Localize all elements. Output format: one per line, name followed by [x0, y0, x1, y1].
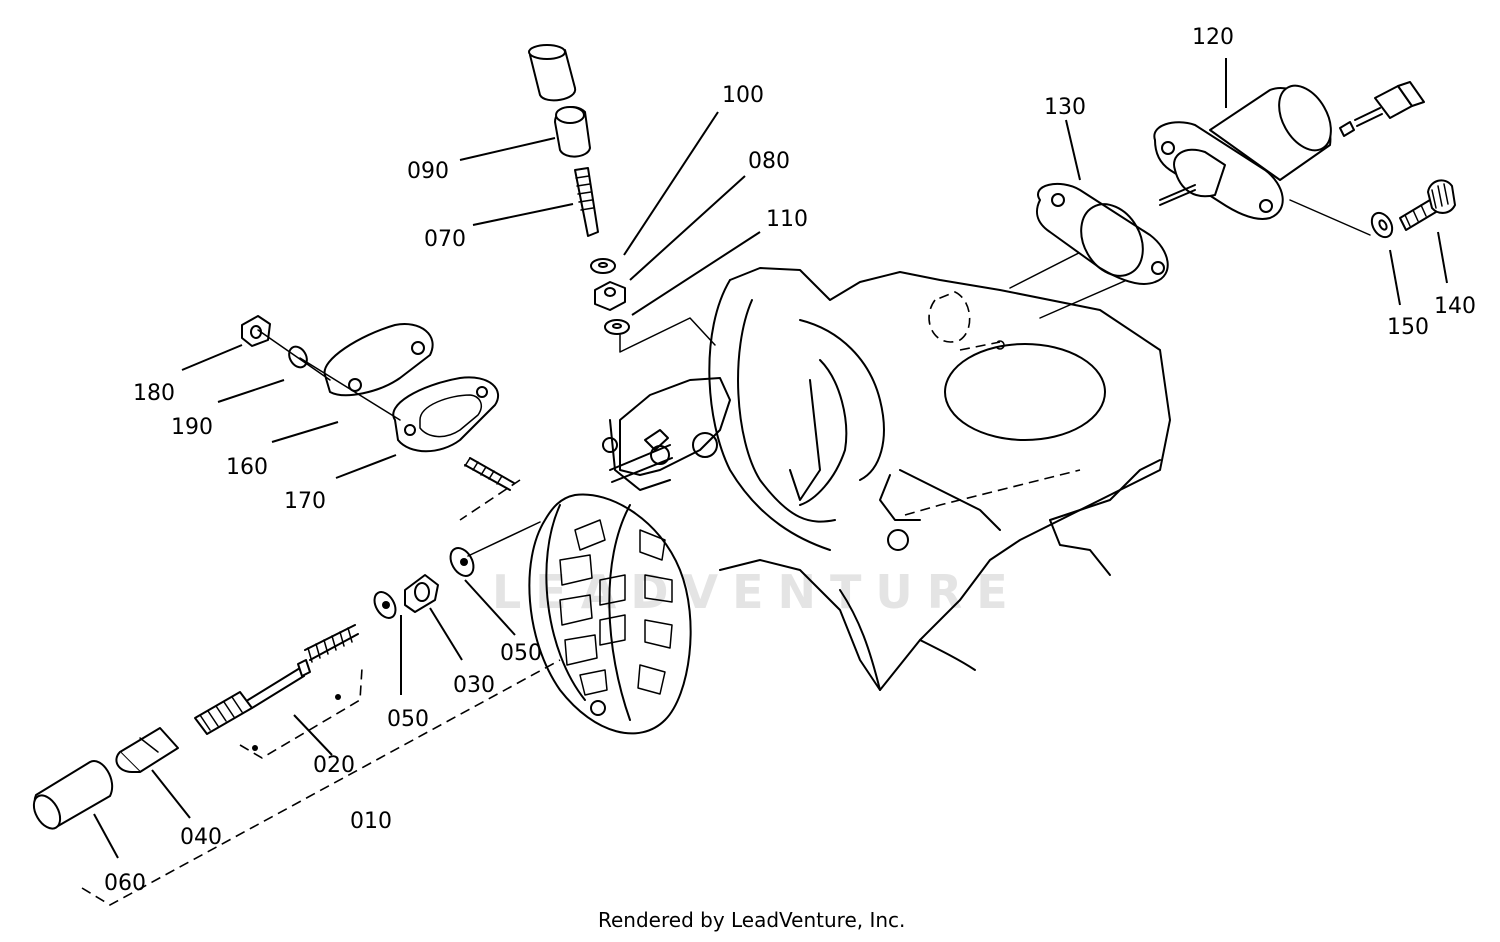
- callout-140: 140: [1434, 294, 1476, 319]
- callout-110: 110: [766, 207, 808, 232]
- callout-020: 020: [313, 753, 355, 778]
- part-180-nut: [241, 315, 271, 347]
- callout-180: 180: [133, 381, 175, 406]
- part-100-washer: [590, 258, 616, 274]
- part-050-washer-b: [449, 547, 475, 577]
- footer-credit: Rendered by LeadVenture, Inc.: [598, 908, 905, 932]
- callout-190: 190: [171, 415, 213, 440]
- callout-090: 090: [407, 159, 449, 184]
- part-connector: [1354, 81, 1425, 127]
- callout-labels: 120 130 100 080 110 090 070 140 150 180 …: [104, 25, 1476, 896]
- part-060-cap: [32, 760, 113, 830]
- callout-060: 060: [104, 871, 146, 896]
- callout-070: 070: [424, 227, 466, 252]
- part-170-gasket: [392, 376, 500, 453]
- part-top-cap: [528, 44, 577, 102]
- part-070-screw: [574, 167, 599, 237]
- part-130-gasket: [1036, 182, 1169, 286]
- callout-050-left: 050: [387, 707, 429, 732]
- callout-170: 170: [284, 489, 326, 514]
- leader-lines: [93, 58, 1448, 859]
- engine-housing: [602, 267, 1171, 691]
- callout-160: 160: [226, 455, 268, 480]
- part-160-plate: [323, 323, 434, 397]
- part-040-cap-nut: [115, 727, 179, 773]
- group-brackets: [81, 199, 1371, 906]
- callout-080: 080: [748, 149, 790, 174]
- callout-130: 130: [1044, 95, 1086, 120]
- axis-line-plate: [257, 329, 401, 421]
- part-110-washer: [604, 319, 630, 335]
- part-020-adjusting-screw: [194, 659, 311, 735]
- part-stud: [464, 457, 515, 491]
- part-spring: [304, 624, 359, 663]
- part-140-bolt: [1399, 179, 1456, 231]
- callout-150: 150: [1387, 315, 1429, 340]
- callout-040: 040: [180, 825, 222, 850]
- callout-030: 030: [453, 673, 495, 698]
- part-030-nut: [404, 574, 439, 613]
- part-150-lock-washer: [1370, 211, 1394, 239]
- callout-010: 010: [350, 809, 392, 834]
- axis-line-lower: [467, 521, 541, 557]
- part-080-nut: [594, 281, 626, 311]
- part-090-cap-nut: [554, 106, 591, 158]
- part-120-solenoid: [1153, 84, 1355, 220]
- gear-cover: [528, 493, 692, 735]
- callout-120: 120: [1192, 25, 1234, 50]
- watermark-text: LEADVENTURE: [492, 565, 1022, 619]
- callout-100: 100: [722, 83, 764, 108]
- part-050-washer-a: [373, 591, 397, 619]
- callout-050-right: 050: [500, 641, 542, 666]
